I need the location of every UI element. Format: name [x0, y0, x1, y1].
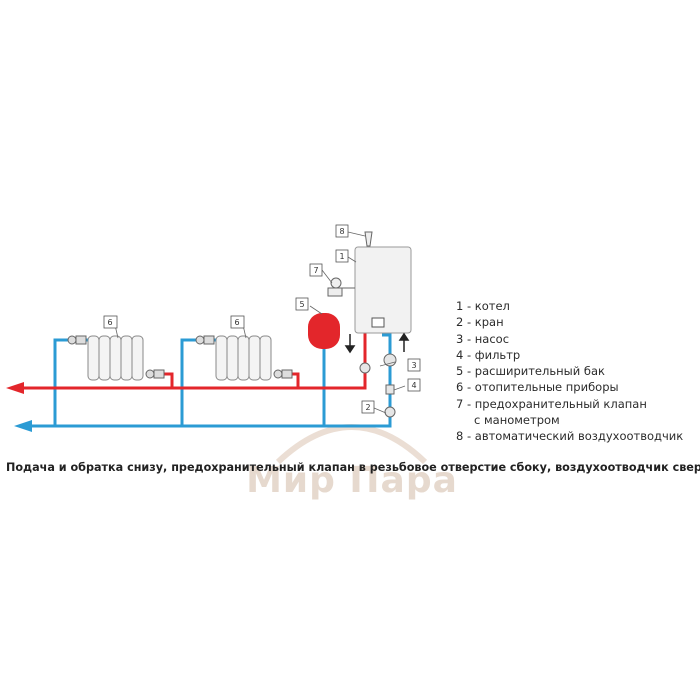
watermark-logo: Мир Пара	[246, 460, 458, 501]
supply-arrow-icon	[6, 382, 24, 394]
safety-valve-icon	[327, 277, 355, 297]
callout-5: 5	[299, 300, 304, 309]
legend: 1 - котел 2 - кран 3 - насос 4 - фильтр …	[456, 298, 683, 445]
callout-7: 7	[313, 266, 318, 275]
callout-6b: 6	[234, 318, 239, 327]
callout-3: 3	[411, 361, 416, 370]
return-arrow-icon	[14, 420, 32, 432]
legend-item-3: 3 - насос	[456, 331, 510, 346]
radiator-2	[195, 335, 293, 381]
legend-item-1: 1 - котел	[456, 299, 510, 313]
callout-1: 1	[339, 252, 344, 261]
boiler	[354, 246, 412, 334]
legend-item-5: 5 - расширительный бак	[456, 364, 605, 379]
watermark-arc	[275, 424, 428, 465]
legend-item-7-continued: с манометром	[474, 413, 560, 428]
return-line	[30, 332, 392, 428]
callout-6a: 6	[107, 318, 112, 327]
radiator-2-valve-icon	[195, 335, 293, 379]
legend-item-4: 4 - фильтр	[456, 347, 521, 362]
boiler-valve-icon	[359, 353, 397, 418]
callout-boxes	[103, 224, 421, 414]
diagram-caption: Подача и обратка снизу, предохранительны…	[6, 461, 700, 474]
legend-item-6: 6 - отопительные приборы	[456, 380, 619, 395]
callout-4: 4	[411, 381, 416, 390]
air-vent-icon	[364, 231, 373, 247]
radiator-1	[67, 335, 165, 381]
boiler-flow-arrows	[344, 332, 410, 354]
legend-item-7: 7 - предохранительный клапан	[456, 396, 647, 411]
callout-2: 2	[365, 403, 370, 412]
callout-8: 8	[339, 227, 344, 236]
radiator-1-valve-icon	[67, 335, 165, 379]
legend-item-2: 2 - кран	[456, 315, 504, 330]
expansion-tank	[308, 313, 340, 349]
legend-item-8: 8 - автоматический воздухоотводчик	[456, 429, 684, 444]
callout-leaders	[114, 231, 406, 414]
